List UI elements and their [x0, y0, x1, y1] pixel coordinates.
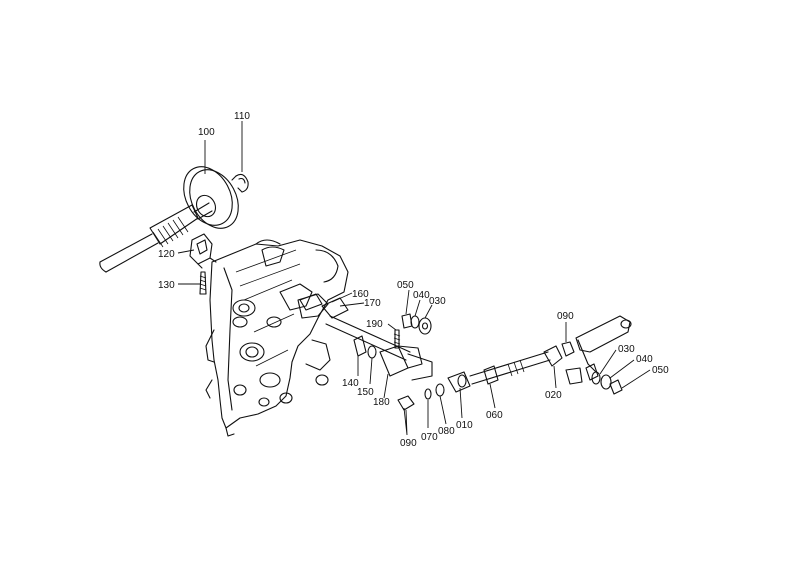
callout-110: 110: [234, 111, 250, 122]
shaft-part-140: [353, 335, 367, 357]
clutch-disc-part-100: [183, 166, 239, 229]
callout-160: 160: [352, 289, 369, 300]
callout-090-center: 090: [400, 438, 417, 449]
callout-040-right: 040: [636, 354, 653, 365]
clevis-part-020: [543, 345, 563, 367]
input-shaft: [99, 204, 199, 273]
callout-010: 010: [456, 420, 473, 431]
nut-part-090b: [561, 341, 575, 357]
callout-130: 130: [158, 280, 175, 291]
snap-ring-part-110: [231, 173, 249, 193]
fork-part-120: [189, 233, 217, 269]
callout-020: 020: [545, 390, 562, 401]
right-link-assembly: [543, 315, 632, 395]
bolt-part-130: [199, 271, 207, 295]
arm-part-180: [379, 345, 409, 377]
upper-washer-stack: [401, 313, 432, 335]
callout-170: 170: [364, 298, 381, 309]
callout-labels: 100 110 120 130 160 170 190 140 150 180 …: [158, 111, 669, 449]
nut-part-090a: [397, 395, 415, 411]
callout-180: 180: [373, 397, 390, 408]
transmission-housing: [205, 239, 349, 437]
callout-070: 070: [421, 432, 438, 443]
callout-050-right: 050: [652, 365, 669, 376]
callout-100: 100: [198, 127, 215, 138]
joint-part-010: [447, 371, 471, 393]
center-small-parts: [397, 351, 551, 411]
callout-150: 150: [357, 387, 374, 398]
callout-030-right: 030: [618, 344, 635, 355]
callout-040-upper: 040: [413, 290, 430, 301]
ring-part-150: [367, 345, 377, 359]
callout-050-upper: 050: [397, 280, 414, 291]
callout-120: 120: [158, 249, 175, 260]
callout-140: 140: [342, 378, 359, 389]
callout-090-right: 090: [557, 311, 574, 322]
washer-part-080: [435, 383, 445, 397]
callout-030-upper: 030: [429, 296, 446, 307]
callout-080: 080: [438, 426, 455, 437]
leader-lines: [177, 121, 651, 436]
callout-060: 060: [486, 410, 503, 421]
pin-part-070: [424, 388, 432, 400]
rod-part-060: [483, 365, 499, 385]
callout-190: 190: [366, 319, 383, 330]
